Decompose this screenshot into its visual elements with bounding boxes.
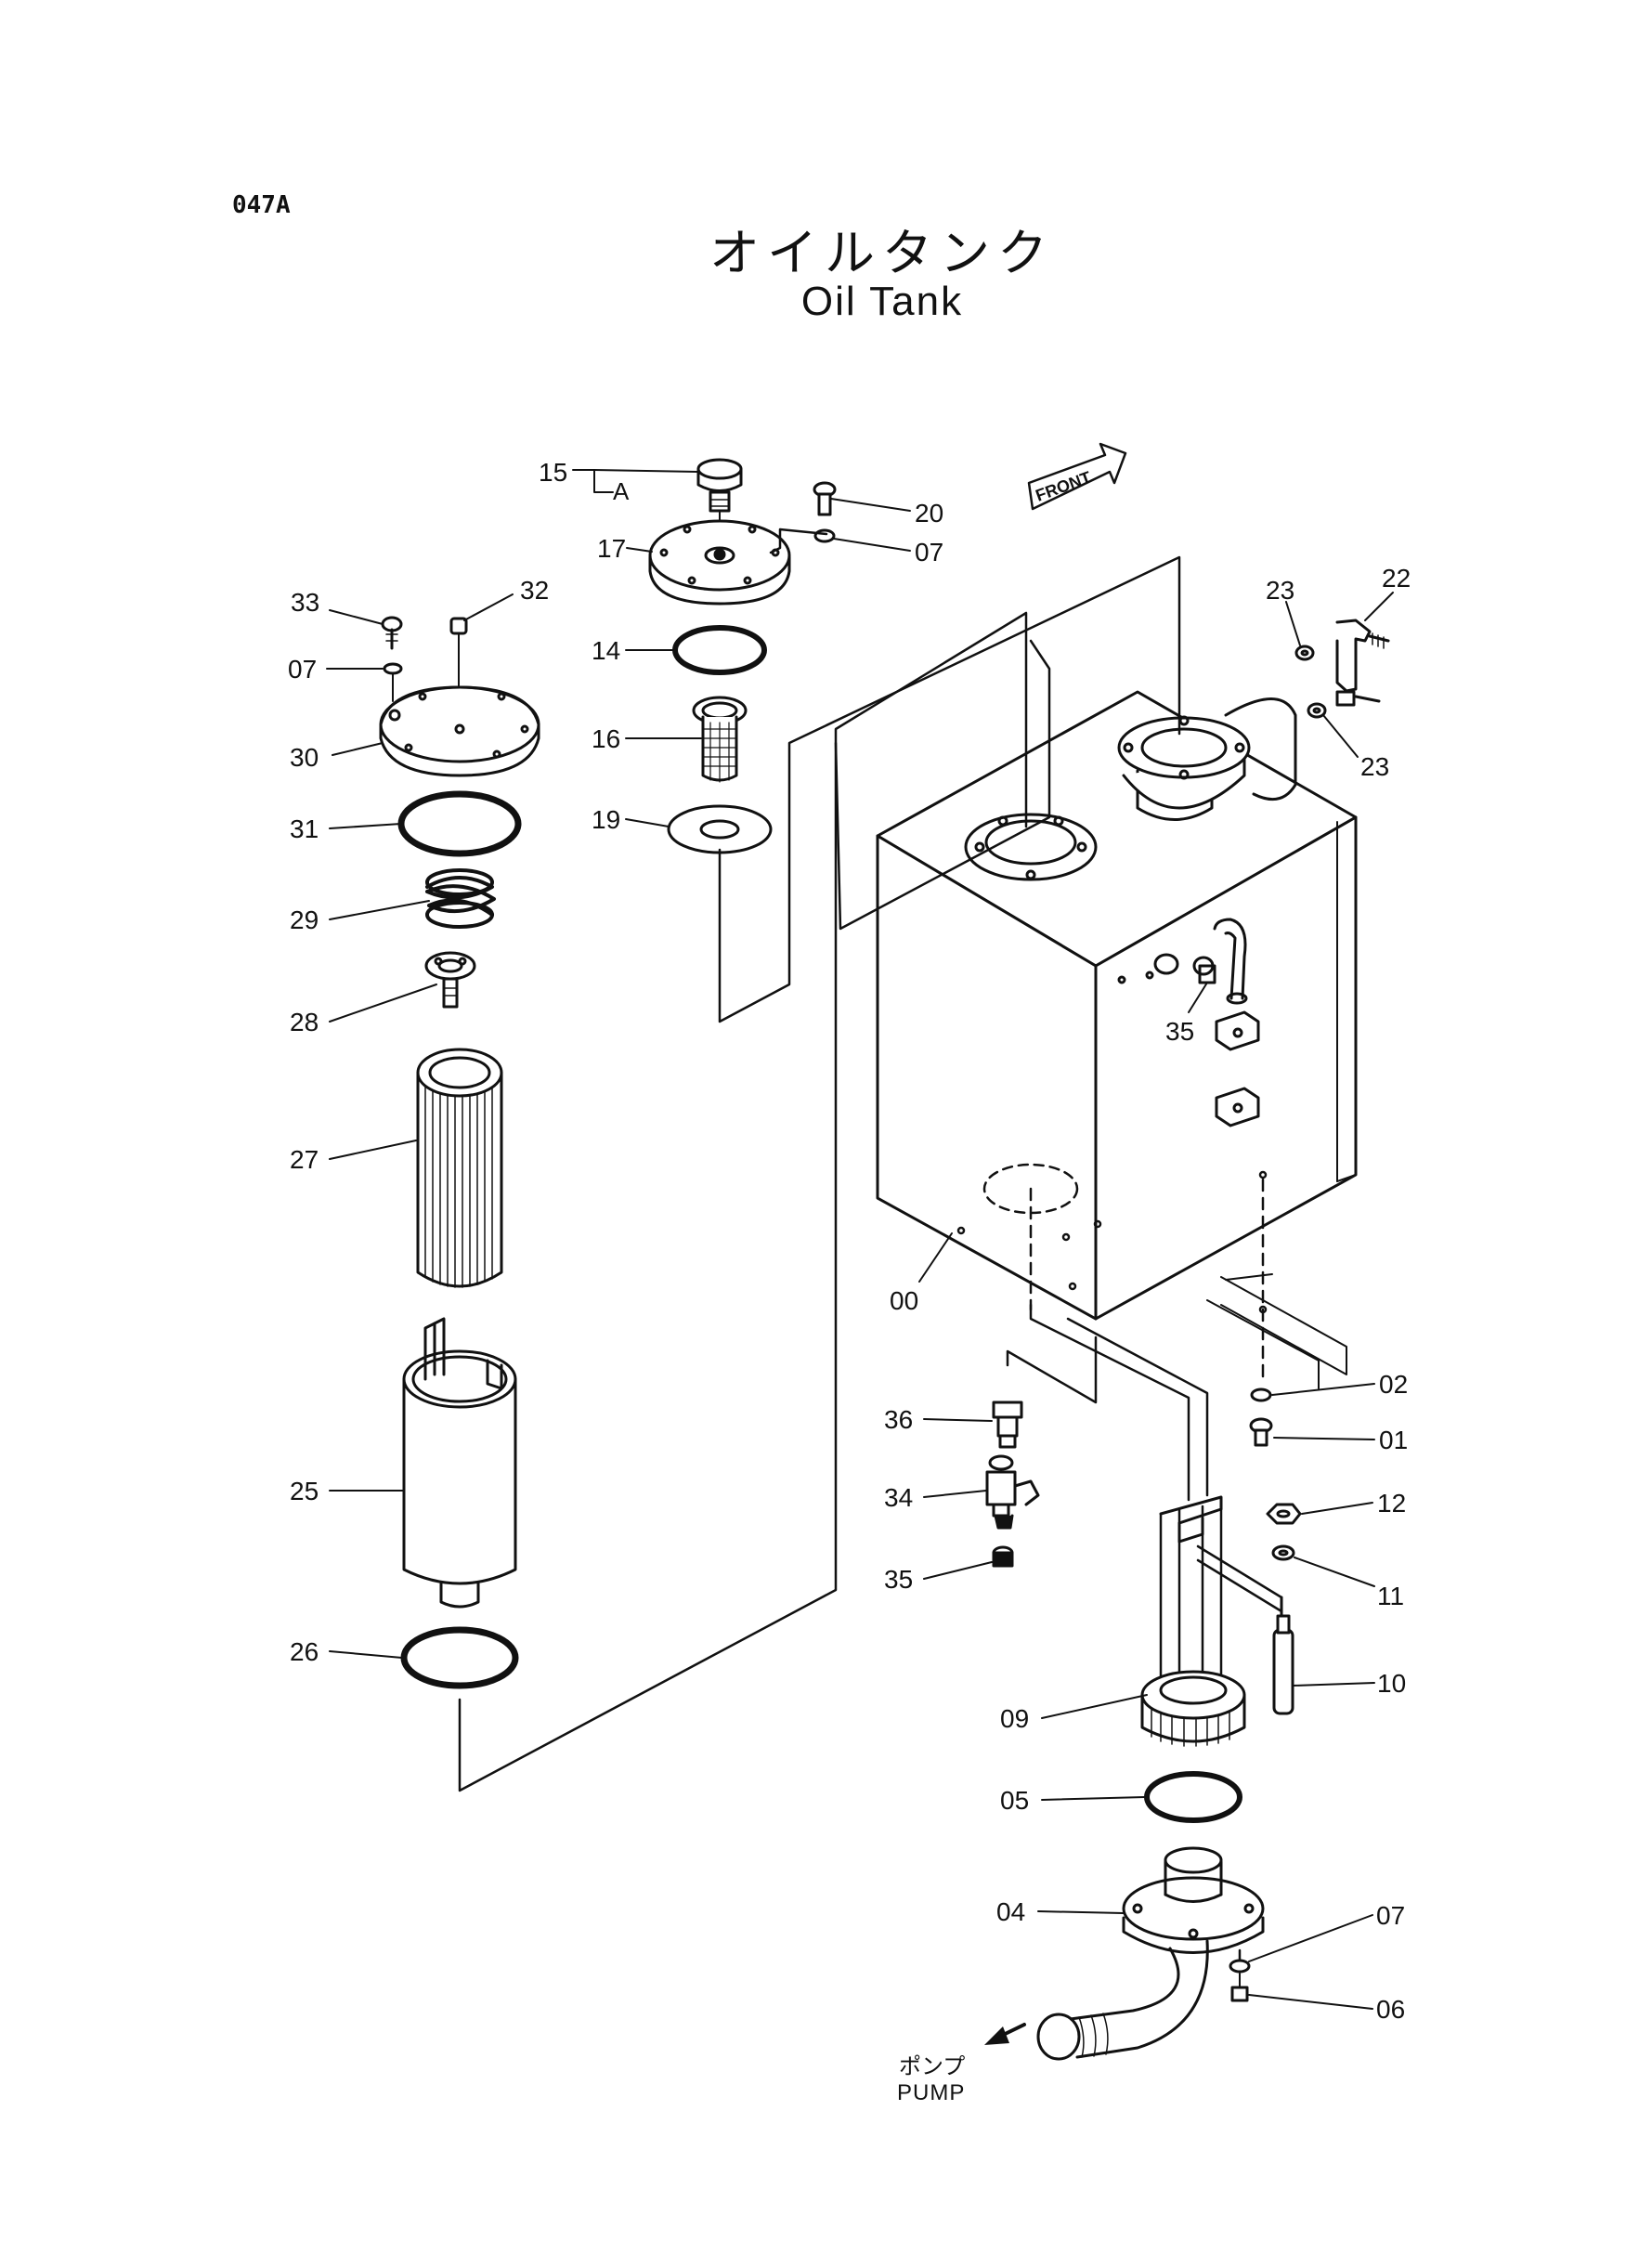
tank-bottom-outlet xyxy=(956,1163,1268,1386)
cap-17 xyxy=(648,519,791,606)
bolt-20 xyxy=(813,481,837,516)
part-label-30: 30 xyxy=(290,743,319,772)
pump-label-japanese: ポンプ xyxy=(899,2053,966,2079)
page-code: 047A xyxy=(232,191,291,219)
part-label-35: 35 xyxy=(884,1565,913,1594)
part-label-29: 29 xyxy=(290,905,319,934)
tank-side-fittings xyxy=(1117,918,1260,1127)
cover-plate-30 xyxy=(379,685,540,777)
part-label-02: 02 xyxy=(1379,1370,1408,1399)
bracket-22 xyxy=(1335,619,1390,707)
part-label-06: 06 xyxy=(1376,1995,1405,2024)
pump-label-english: PUMP xyxy=(897,2080,966,2105)
title-english: Oil Tank xyxy=(800,279,964,324)
bolt-06 xyxy=(1230,1973,1249,2002)
part-label-28: 28 xyxy=(290,1008,319,1036)
part-label-07: 07 xyxy=(288,655,317,684)
part-label-19: 19 xyxy=(592,805,620,834)
part-label-27: 27 xyxy=(290,1145,319,1174)
part-callouts: 15 A 20 17 07 33 32 14 07 23 22 30 16 23… xyxy=(288,458,1411,2024)
suction-strainer-09 xyxy=(1140,1495,1283,1747)
washer-11 xyxy=(1271,1544,1295,1561)
strainer-16 xyxy=(692,696,748,783)
plate-19 xyxy=(667,804,773,854)
part-label-04: 04 xyxy=(996,1897,1025,1926)
leader-lines xyxy=(326,469,1394,2010)
part-label-00: 00 xyxy=(890,1286,918,1315)
part-label-25: 25 xyxy=(290,1477,319,1505)
part-label-17: 17 xyxy=(597,534,626,563)
part-label-14: 14 xyxy=(592,636,620,665)
washer-07-bottom xyxy=(1229,1959,1251,1974)
part-label-05: 05 xyxy=(1000,1786,1029,1815)
bolt-33 xyxy=(381,616,403,650)
part-label-16: 16 xyxy=(592,724,620,753)
title-japanese: オイルタンク xyxy=(709,224,1055,282)
nut-12 xyxy=(1266,1503,1302,1525)
part-label-33: 33 xyxy=(291,588,319,617)
part-label-20: 20 xyxy=(915,499,943,528)
spring-29 xyxy=(425,868,496,929)
suction-pipe-04 xyxy=(1036,1846,1265,2061)
part-label-01: 01 xyxy=(1379,1426,1408,1454)
o-ring-31 xyxy=(397,790,522,857)
part-label-26: 26 xyxy=(290,1637,319,1666)
washer-07-left xyxy=(383,662,403,702)
part-label-23: 23 xyxy=(1266,576,1294,605)
part-sublabel-a: A xyxy=(613,477,630,505)
frame-bracket xyxy=(1206,1273,1347,1389)
assembly-lines xyxy=(458,528,1242,1961)
part-label-10: 10 xyxy=(1377,1669,1406,1698)
o-ring-26 xyxy=(400,1626,519,1689)
o-ring-14 xyxy=(672,625,767,675)
part-label-07: 07 xyxy=(1376,1901,1405,1930)
part-label-32: 32 xyxy=(520,576,549,605)
o-ring-05 xyxy=(1144,1771,1242,1823)
bolt-01 xyxy=(1249,1417,1273,1447)
stud-10 xyxy=(1272,1614,1294,1715)
plug-35-bottom xyxy=(992,1545,1014,1568)
filter-element-27 xyxy=(416,1048,503,1288)
washer-23-top xyxy=(1294,645,1315,661)
valve-28 xyxy=(424,951,476,1009)
drain-cock-34 xyxy=(985,1454,1040,1530)
pump-direction-arrow xyxy=(984,2023,1026,2045)
tank-top-flange xyxy=(964,813,1098,881)
washer-23-bottom xyxy=(1307,702,1327,719)
part-label-31: 31 xyxy=(290,814,319,843)
part-label-07: 07 xyxy=(915,538,943,567)
part-label-36: 36 xyxy=(884,1405,913,1434)
part-label-22: 22 xyxy=(1382,564,1411,593)
part-label-15: 15 xyxy=(539,458,567,487)
tank-filler-neck xyxy=(1117,697,1297,821)
part-label-34: 34 xyxy=(884,1483,913,1512)
part-label-35: 35 xyxy=(1165,1017,1194,1046)
washer-02 xyxy=(1250,1388,1272,1402)
part-label-11: 11 xyxy=(1377,1582,1404,1610)
washer-07-center xyxy=(813,528,836,543)
part-label-23: 23 xyxy=(1360,752,1389,781)
part-label-09: 09 xyxy=(1000,1704,1029,1733)
adapter-36 xyxy=(992,1401,1023,1449)
part-label-12: 12 xyxy=(1377,1489,1406,1518)
front-direction-arrow: FRONT xyxy=(1027,442,1127,511)
filter-case-25 xyxy=(402,1317,517,1609)
oil-tank-body xyxy=(876,690,1358,1321)
